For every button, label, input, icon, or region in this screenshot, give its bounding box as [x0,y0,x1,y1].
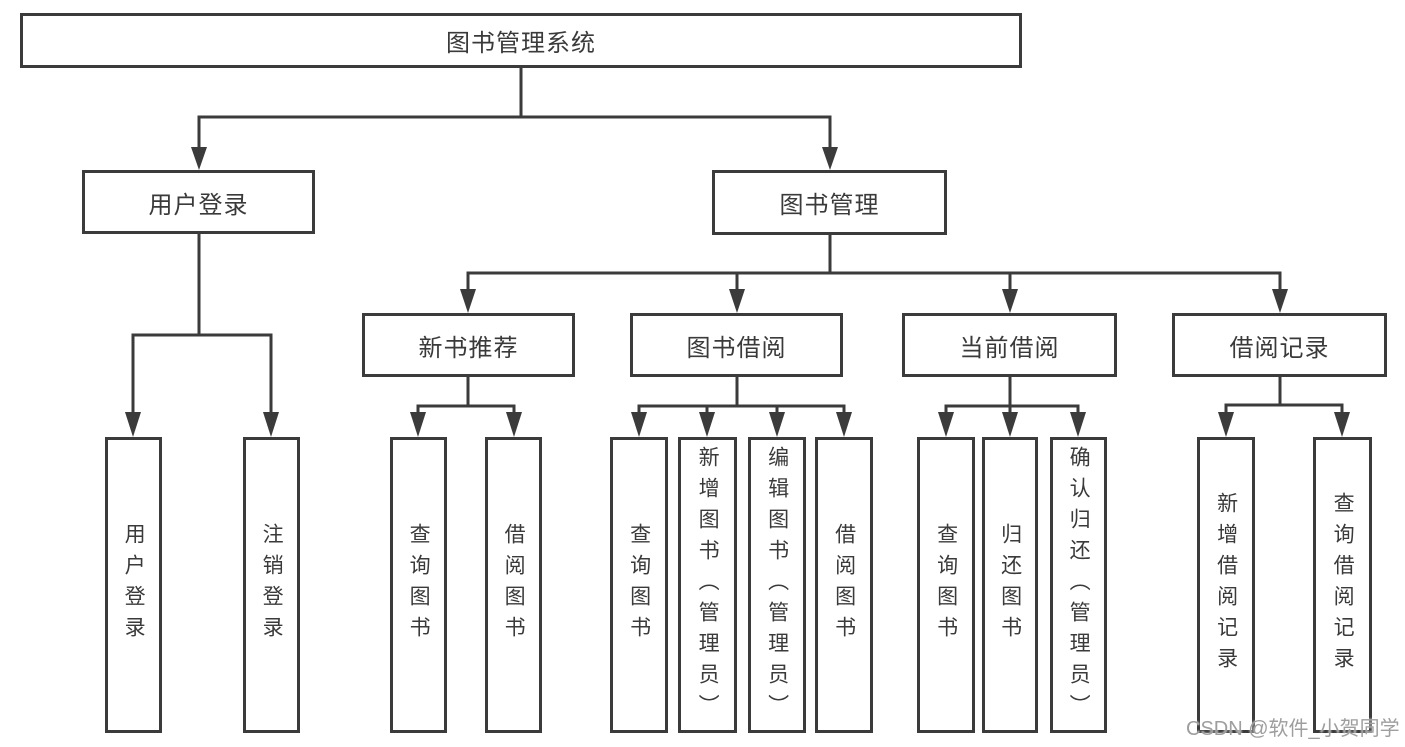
leaf-label: 查询借阅记录 [1331,492,1355,678]
leaf-label: 新增借阅记录 [1214,492,1238,678]
edge-user-login-children [125,232,279,437]
edge-book-mgmt-children [460,233,1288,313]
leaf-logout: 注销登录 [243,437,300,733]
leaf-return-books: 归还图书 [982,437,1038,733]
node-borrowing-records: 借阅记录 [1172,313,1387,377]
leaf-label: 编辑图书（管理员） [765,445,789,725]
leaf-query-books-recommend: 查询图书 [390,437,447,733]
leaf-add-books-admin: 新增图书（管理员） [678,437,737,733]
edge-book-borrow-children [631,375,852,437]
leaf-user-login: 用户登录 [105,437,162,733]
leaf-edit-books-admin: 编辑图书（管理员） [748,437,806,733]
edge-current-borrow-children [938,375,1086,437]
leaf-query-books-borrowing: 查询图书 [610,437,668,733]
leaf-borrow-books-recommend: 借阅图书 [485,437,542,733]
leaf-label: 归还图书 [998,523,1022,647]
edge-new-books-children [410,375,522,437]
node-current-borrowing: 当前借阅 [902,313,1117,377]
leaf-label: 借阅图书 [502,523,526,647]
leaf-label: 借阅图书 [832,523,856,647]
node-new-book-recommendation: 新书推荐 [362,313,575,377]
edge-root-to-level1 [191,66,838,170]
leaf-label: 确认归还（管理员） [1067,445,1091,725]
csdn-watermark: CSDN @软件_小贺同学 [1186,718,1400,740]
leaf-query-borrow-record: 查询借阅记录 [1313,437,1372,733]
node-book-borrowing: 图书借阅 [630,313,843,377]
leaf-label: 查询图书 [407,523,431,647]
edge-borrow-records-children [1218,375,1350,437]
leaf-label: 新增图书（管理员） [696,445,720,725]
leaf-borrow-books: 借阅图书 [815,437,873,733]
node-library-management-system: 图书管理系统 [20,13,1022,68]
leaf-label: 用户登录 [122,523,146,647]
leaf-query-books-current: 查询图书 [917,437,975,733]
leaf-label: 注销登录 [260,523,284,647]
node-user-login: 用户登录 [82,170,315,234]
node-book-management: 图书管理 [712,170,947,235]
leaf-add-borrow-record: 新增借阅记录 [1197,437,1255,733]
leaf-label: 查询图书 [627,523,651,647]
leaf-confirm-return-admin: 确认归还（管理员） [1050,437,1107,733]
leaf-label: 查询图书 [934,523,958,647]
